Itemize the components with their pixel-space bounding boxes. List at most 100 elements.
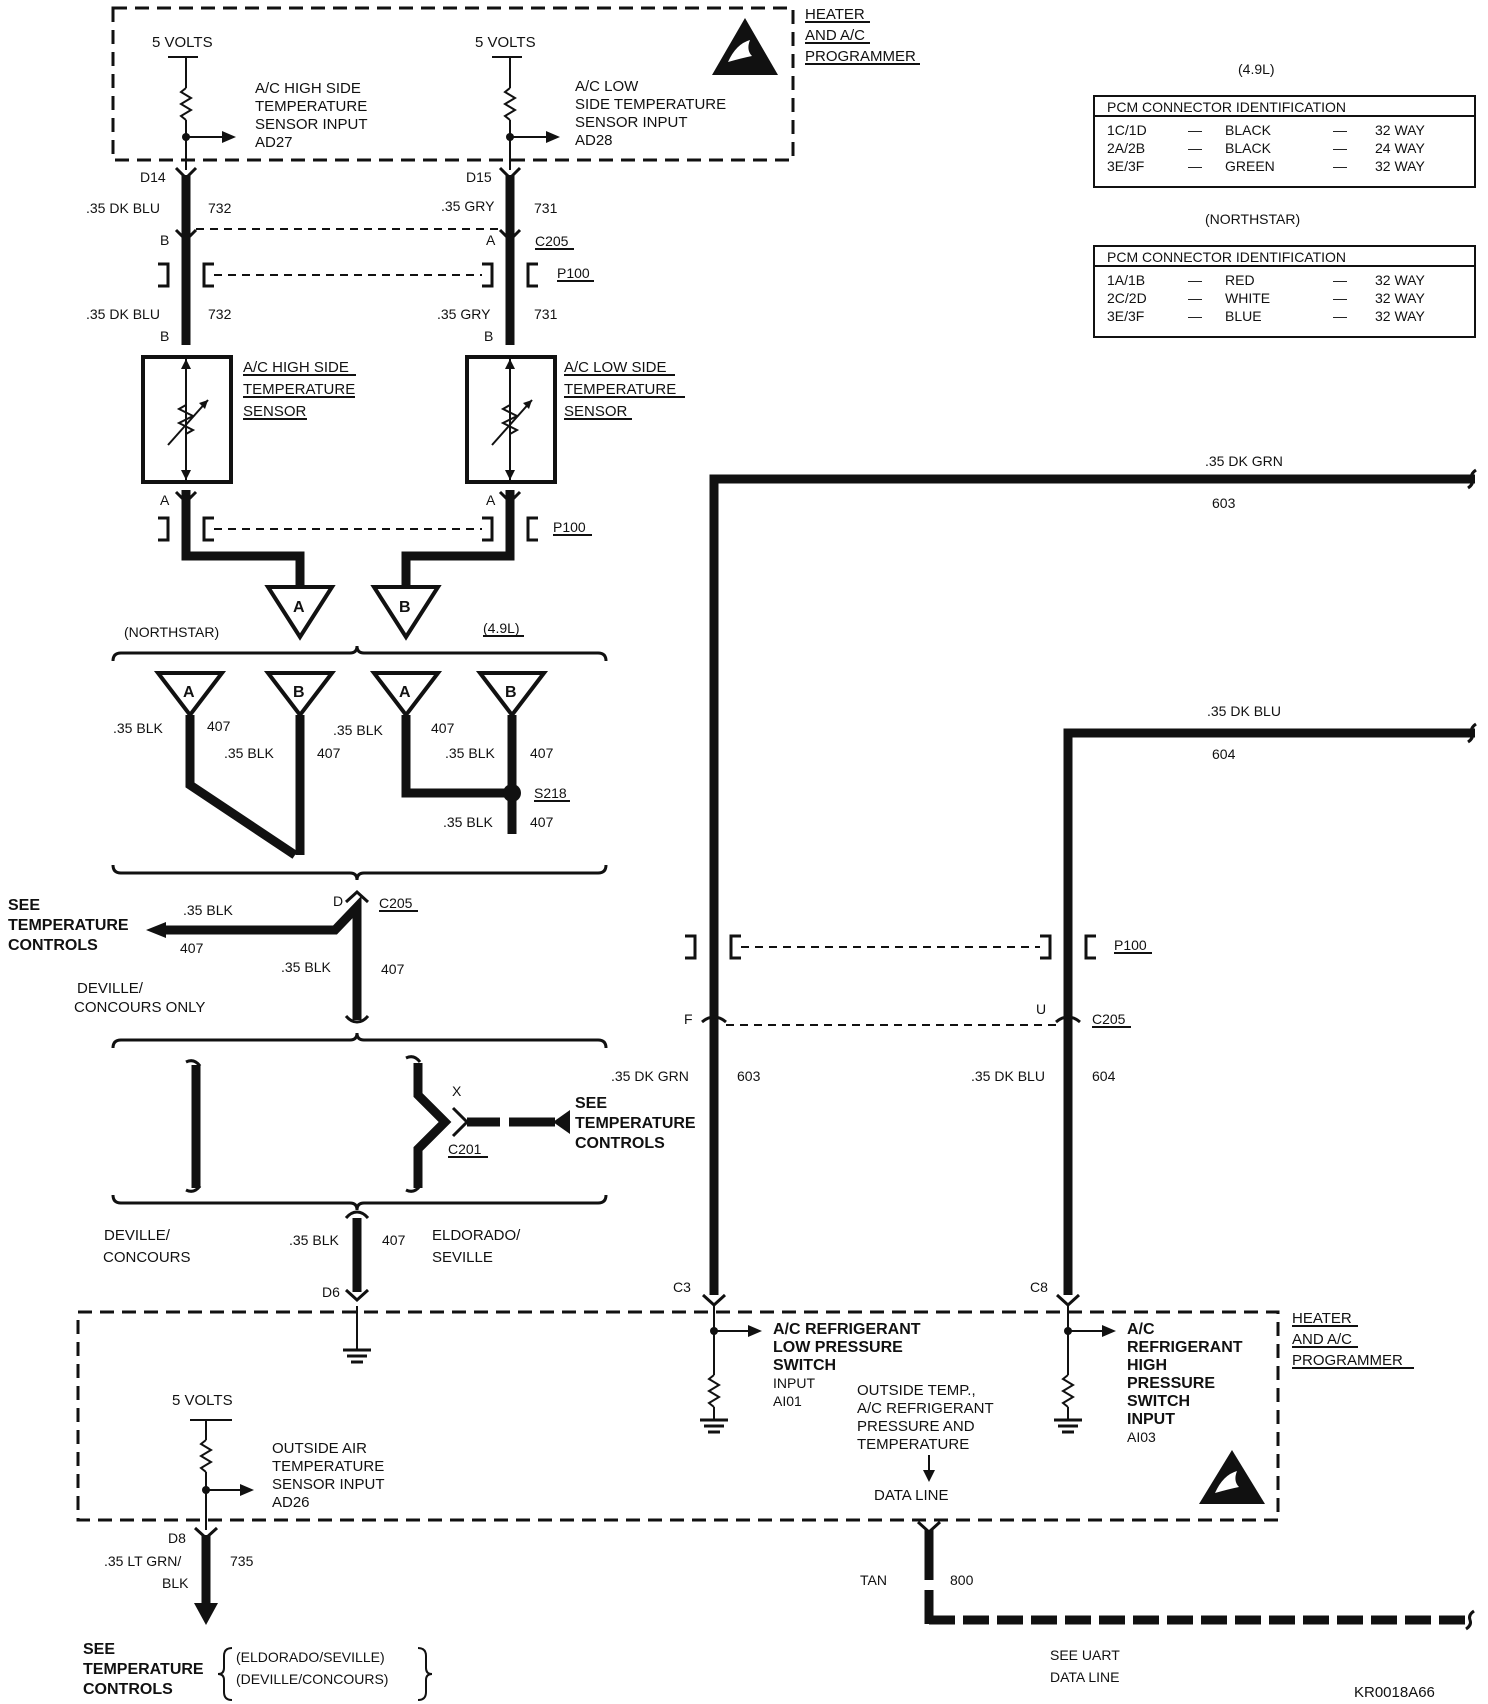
w4-color: .35 BLK — [445, 745, 495, 761]
wire-603-num-2: 603 — [737, 1068, 761, 1084]
pcm-table-1-row-1-size: 32 WAY — [1375, 122, 1425, 138]
pin-d6: D6 — [322, 1284, 340, 1300]
top-programmer-title-2: AND A/C — [805, 27, 865, 44]
triangle-b-label: B — [399, 599, 411, 616]
oat-label-3: SENSOR INPUT — [272, 1476, 385, 1493]
see-temp-controls-c3: CONTROLS — [83, 1681, 173, 1698]
wire-603 — [709, 474, 1475, 1295]
outside-temp-label-4: TEMPERATURE — [857, 1436, 969, 1453]
down-arrow-icon — [923, 1470, 935, 1482]
off-page-triangle-a — [264, 585, 336, 641]
bottom-5-volts: 5 VOLTS — [172, 1392, 233, 1409]
middle-section: SEE TEMPERATURE CONTROLS D C205 .35 BLK … — [8, 889, 696, 1303]
ground-triangle-a-2: A — [399, 684, 411, 701]
pcm-table-1-row-2-size: 24 WAY — [1375, 140, 1425, 156]
oat-label-4: AD26 — [272, 1494, 310, 1511]
outside-temp-label-1: OUTSIDE TEMP., — [857, 1382, 976, 1399]
low-switch-label-1: A/C REFRIGERANT — [773, 1321, 921, 1338]
p100-right-label: P100 — [1114, 937, 1147, 953]
pin-x: X — [452, 1083, 462, 1099]
bottom-programmer-title-2: AND A/C — [1292, 1331, 1352, 1348]
wire-731-number: 731 — [534, 200, 558, 216]
c205-middle-label: C205 — [379, 895, 413, 911]
c205-label: C205 — [535, 233, 569, 249]
high-sensor-label-3: SENSOR — [243, 403, 307, 420]
left-input-line-4: AD27 — [255, 134, 293, 151]
p100-label-sensors: P100 — [553, 519, 586, 535]
low-switch-label-2: LOW PRESSURE — [773, 1339, 903, 1356]
low-sensor-label-1: A/C LOW SIDE — [564, 359, 667, 376]
sensor-bottom-wires: A A P100 — [158, 490, 592, 590]
see-temp-controls-c2: TEMPERATURE — [83, 1661, 204, 1678]
pin-c8: C8 — [1030, 1279, 1048, 1295]
see-temp-controls-b3: CONTROLS — [575, 1135, 665, 1152]
top-programmer-title-1: HEATER — [805, 6, 865, 23]
splice-s218 — [503, 784, 521, 802]
high-side-sensor: A/C HIGH SIDE TEMPERATURE SENSOR — [141, 355, 356, 484]
pcm-table-2-row-2-size: 32 WAY — [1375, 290, 1425, 306]
low-sensor-label-3: SENSOR — [564, 403, 628, 420]
wire-731-color-label-2: .35 GRY — [437, 306, 491, 322]
splice-s218-label: S218 — [534, 785, 567, 801]
high-switch-label-7: AI03 — [1127, 1429, 1156, 1445]
pin-d8: D8 — [168, 1530, 186, 1546]
high-switch-label-5: SWITCH — [1127, 1393, 1190, 1410]
low-side-sensor: A/C LOW SIDE TEMPERATURE SENSOR — [465, 355, 685, 484]
left-pullup-resistor — [168, 56, 236, 170]
pcm-table-2-header: PCM CONNECTOR IDENTIFICATION — [1107, 249, 1346, 265]
wire-735-color-2: BLK — [162, 1575, 189, 1591]
left-input-line-2: TEMPERATURE — [255, 98, 367, 115]
high-switch-label-3: HIGH — [1127, 1357, 1167, 1374]
pcm-table-2-row-3-id: 3E/3F — [1107, 308, 1144, 324]
c205-pin-a: A — [486, 232, 496, 248]
pin-c3: C3 — [673, 1279, 691, 1295]
pin-u: U — [1036, 1001, 1046, 1017]
high-switch-label-4: PRESSURE — [1127, 1375, 1215, 1392]
pcm-table-2-row-3-size: 32 WAY — [1375, 308, 1425, 324]
wire-604-num: 604 — [1212, 746, 1236, 762]
w2-color: .35 BLK — [224, 745, 274, 761]
pin-d: D — [333, 893, 343, 909]
wire-735-color-1: .35 LT GRN/ — [104, 1553, 181, 1569]
low-pressure-switch-input — [700, 1306, 762, 1434]
wire-to-b — [401, 490, 515, 590]
high-sensor-label-2: TEMPERATURE — [243, 381, 355, 398]
c205-right-label: C205 — [1092, 1011, 1126, 1027]
pcm-table-1-row-1-dash2: — — [1333, 122, 1347, 138]
oat-label-1: OUTSIDE AIR — [272, 1440, 367, 1457]
pcm-table-2-row-1-dash: — — [1188, 272, 1202, 288]
pcm-table-2-row-3-color: BLUE — [1225, 308, 1262, 324]
pcm-table-1-row-2-color: BLACK — [1225, 140, 1272, 156]
wire-604 — [1063, 728, 1475, 1295]
pin-d15: D15 — [466, 169, 492, 185]
off-page-triangle-b — [370, 585, 442, 641]
pcm-table-1-row-2-dash: — — [1188, 140, 1202, 156]
low-switch-label-3: SWITCH — [773, 1357, 836, 1374]
pcm-table-2-engine: (NORTHSTAR) — [1205, 211, 1300, 227]
see-uart-2: DATA LINE — [1050, 1669, 1120, 1685]
outside-air-pullup-resistor — [190, 1419, 254, 1530]
pcm-table-1-row-1-color: BLACK — [1225, 122, 1272, 138]
top-wires: D14 D15 .35 DK BLU 732 .35 GRY 731 B A C… — [86, 166, 594, 345]
deville-only-1: DEVILLE/ — [77, 980, 144, 997]
see-temp-controls-2: TEMPERATURE — [8, 917, 129, 934]
pcm-table-1-row-3-size: 32 WAY — [1375, 158, 1425, 174]
pcm-table-2-row-2-id: 2C/2D — [1107, 290, 1147, 306]
pcm-table-2-row-1-color: RED — [1225, 272, 1255, 288]
ground-block: A B (NORTHSTAR) (4.9L) A B A B S218 .35 … — [111, 585, 608, 881]
tan-num: 800 — [950, 1572, 974, 1588]
c205-pin-b: B — [160, 232, 169, 248]
right-input-line-2: SIDE TEMPERATURE — [575, 96, 726, 113]
pcm-table-1-row-3-dash: — — [1188, 158, 1202, 174]
pcm-table-2-row-1-dash2: — — [1333, 272, 1347, 288]
top-programmer-box: HEATER AND A/C PROGRAMMER 5 VOLTS 5 VOLT… — [111, 6, 920, 170]
option-eldorado: (ELDORADO/SEVILLE) — [236, 1649, 385, 1665]
middle-wire-num: 407 — [381, 961, 405, 977]
wire-732-color-label: .35 DK BLU — [86, 200, 160, 216]
w5-num: 407 — [530, 814, 554, 830]
wire-604-num-2: 604 — [1092, 1068, 1116, 1084]
option-deville: (DEVILLE/CONCOURS) — [236, 1671, 388, 1687]
sensor-pin-a-right: A — [486, 492, 496, 508]
